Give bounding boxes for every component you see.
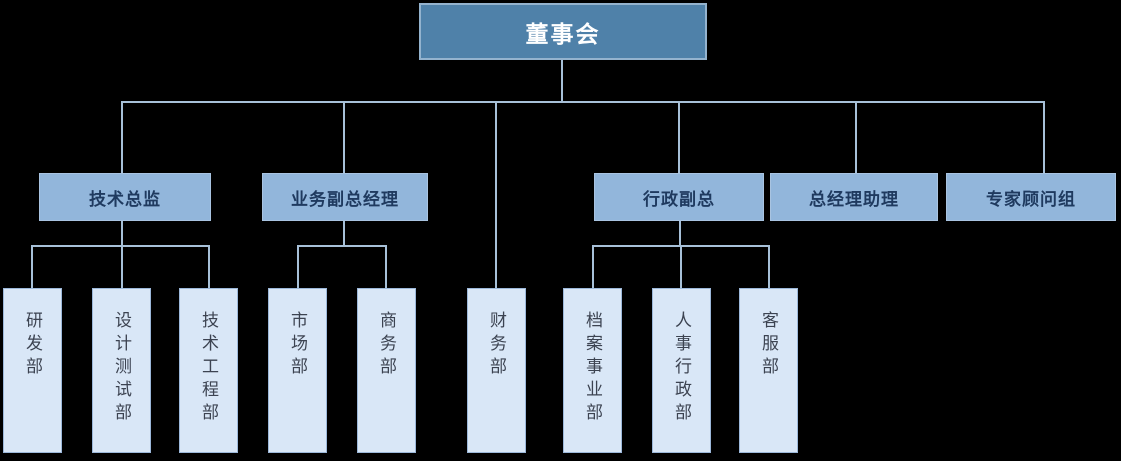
node-expert-advisory-group[interactable]: 专家顾问组 — [946, 173, 1116, 221]
connector-drop-gm-assistant — [855, 101, 857, 173]
connector-drop-hr-admin-dept — [680, 245, 682, 288]
node-archives-dept[interactable]: 档案事业部 — [563, 288, 622, 453]
connector-business-stem — [343, 221, 345, 246]
node-marketing-dept[interactable]: 市场部 — [268, 288, 327, 453]
node-board[interactable]: 董事会 — [419, 3, 707, 60]
connector-drop-marketing-dept — [297, 245, 299, 288]
node-tech-engineering-dept-label: 技术工程部 — [199, 311, 218, 426]
connector-drop-design-testing-dept — [121, 245, 123, 288]
node-business-dept-label: 商务部 — [377, 311, 396, 380]
node-rd-dept-label: 研发部 — [23, 311, 42, 380]
node-tech-director-label: 技术总监 — [89, 189, 161, 209]
node-design-testing-dept[interactable]: 设计测试部 — [92, 288, 151, 453]
node-tech-director[interactable]: 技术总监 — [39, 173, 211, 221]
connector-drop-rd-dept — [31, 245, 33, 288]
connector-drop-finance-dept — [495, 101, 497, 288]
connector-business-rail — [297, 245, 387, 247]
node-customer-service-dept[interactable]: 客服部 — [739, 288, 798, 453]
node-admin-deputy-gm-label: 行政副总 — [643, 189, 715, 209]
connector-admin-stem — [679, 221, 681, 246]
node-business-deputy-gm[interactable]: 业务副总经理 — [262, 173, 428, 221]
connector-main-rail — [121, 101, 1045, 103]
node-admin-deputy-gm[interactable]: 行政副总 — [594, 173, 764, 221]
node-gm-assistant[interactable]: 总经理助理 — [770, 173, 938, 221]
connector-drop-business-deputy — [343, 101, 345, 173]
connector-drop-admin-deputy — [678, 101, 680, 173]
node-expert-advisory-group-label: 专家顾问组 — [986, 189, 1076, 209]
connector-tech-rail — [31, 245, 210, 247]
node-rd-dept[interactable]: 研发部 — [3, 288, 62, 453]
node-business-deputy-gm-label: 业务副总经理 — [291, 189, 399, 209]
node-finance-dept[interactable]: 财务部 — [467, 288, 526, 453]
connector-tech-stem — [121, 221, 123, 246]
node-tech-engineering-dept[interactable]: 技术工程部 — [179, 288, 238, 453]
node-hr-admin-dept[interactable]: 人事行政部 — [652, 288, 711, 453]
connector-drop-archives-dept — [592, 245, 594, 288]
node-finance-dept-label: 财务部 — [487, 311, 506, 380]
node-archives-dept-label: 档案事业部 — [583, 311, 602, 426]
connector-drop-tech-engineering-dept — [208, 245, 210, 288]
node-hr-admin-dept-label: 人事行政部 — [672, 311, 691, 426]
connector-drop-tech-director — [121, 101, 123, 173]
node-design-testing-dept-label: 设计测试部 — [112, 311, 131, 426]
node-customer-service-dept-label: 客服部 — [759, 311, 778, 380]
connector-root-stem — [561, 60, 563, 102]
node-business-dept[interactable]: 商务部 — [357, 288, 416, 453]
node-marketing-dept-label: 市场部 — [288, 311, 307, 380]
connector-drop-business-dept — [385, 245, 387, 288]
node-board-label: 董事会 — [525, 20, 601, 47]
connector-drop-expert-group — [1043, 101, 1045, 173]
connector-drop-customer-service-dept — [768, 245, 770, 288]
node-gm-assistant-label: 总经理助理 — [809, 189, 899, 209]
